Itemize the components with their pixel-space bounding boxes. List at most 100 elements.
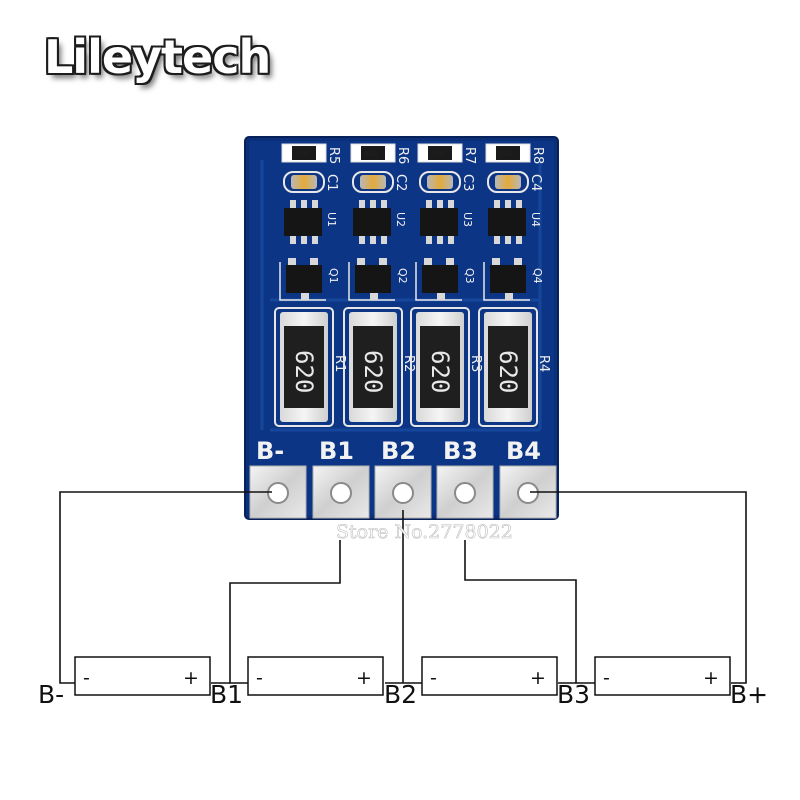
transistor-label: Q1 [327,268,340,284]
pad-label: B1 [319,437,354,465]
ic-pin [370,200,376,209]
capacitor-body [427,175,453,189]
transistor-pin [310,258,318,266]
pad-hole [392,482,414,504]
transistor-row: Q1 Q2 Q3 Q4 [279,258,544,301]
capacitor-outline [487,171,529,193]
smd-resistor-code: 01D [295,150,309,158]
power-resistor-body [284,326,324,408]
pad-label: B3 [443,437,478,465]
node-label-b2: B2 [384,680,417,709]
capacitor-body [495,175,521,189]
capacitor-outline [419,171,461,193]
pad-hole [267,482,289,504]
capacitor-label: C3 [460,174,475,191]
cell-positive-sign: + [356,667,372,689]
ic-pin [448,200,454,209]
power-resistor-outline [410,307,470,427]
battery-cell [421,656,558,696]
transistor-pin [446,258,454,266]
transistor-outline [348,262,395,301]
transistor-label: Q4 [531,268,544,284]
ic-pin [301,200,307,209]
transistor-pin [301,292,309,300]
smd-resistor-body [428,146,452,160]
capacitor-row: C1 C2 C3 C4 [283,171,543,193]
pad-hole [454,482,476,504]
ic-body [284,208,322,236]
ic-pin [437,235,443,244]
pad-label: B2 [381,437,416,465]
store-watermark: Store No.2778022 [336,521,513,543]
ic-pin [312,235,318,244]
transistor-outline [279,262,326,301]
ic-pin [516,200,522,209]
capacitor-label: C4 [528,174,543,191]
capacitor-body [291,175,317,189]
ic-pin [494,200,500,209]
transistor-body [422,265,458,293]
ic-pin [448,235,454,244]
ic-pin [370,235,376,244]
wiring [59,491,747,684]
battery-cell [74,656,211,696]
power-resistor-outline [478,307,538,427]
power-resistor-outline [343,307,403,427]
pad-label: B- [256,437,284,465]
node-label-b-plus: B+ [730,680,768,709]
transistor-body [490,265,526,293]
transistor-label: Q2 [396,268,409,284]
cell-negative-sign: - [430,667,437,689]
ic-pin [494,235,500,244]
power-resistor-code: 620 [426,350,454,393]
ic-pin [301,235,307,244]
ic-pin [381,235,387,244]
smd-resistor-code: 01A [364,150,378,158]
battery-cell [247,656,384,696]
transistor-body [355,265,391,293]
ic-pin [381,200,387,209]
ic-label: U2 [394,212,407,227]
ic-body [488,208,526,236]
capacitor-label: C1 [324,174,339,191]
battery-cell [594,656,731,696]
ic-pin [359,200,365,209]
transistor-pin [514,258,522,266]
power-resistor-code: 620 [290,350,318,393]
resistor-label: R6 [395,147,410,164]
ic-label: U1 [325,212,338,227]
transistor-label: Q3 [463,268,476,284]
cell-negative-sign: - [83,667,90,689]
power-resistor-body [488,326,528,408]
capacitor-outline [352,171,394,193]
pad-label: B4 [506,437,541,465]
transistor-pin [492,258,500,266]
ic-label: U4 [529,212,542,227]
ic-pin [290,200,296,209]
transistor-pin [437,292,445,300]
capacitor-label: C2 [393,174,408,191]
transistor-pin [505,292,513,300]
capacitor-body [360,175,386,189]
smd-resistor-body [496,146,520,160]
node-label-b1: B1 [210,680,243,709]
ic-pin [290,235,296,244]
transistor-pin [379,258,387,266]
ic-body [353,208,391,236]
cell-positive-sign: + [530,667,546,689]
transistor-pin [424,258,432,266]
power-resistor-outline [274,307,334,427]
power-resistor-label: R4 [536,355,551,372]
transistor-pin [288,258,296,266]
resistor-label: R8 [530,147,545,164]
power-resistor-code: 620 [494,350,522,393]
transistor-outline [415,262,462,301]
pad-hole [330,482,352,504]
power-resistor-body [420,326,460,408]
resistor-label: R7 [462,147,477,164]
cell-negative-sign: - [603,667,610,689]
power-resistor-body [353,326,393,408]
power-resistor-code: 620 [359,350,387,393]
